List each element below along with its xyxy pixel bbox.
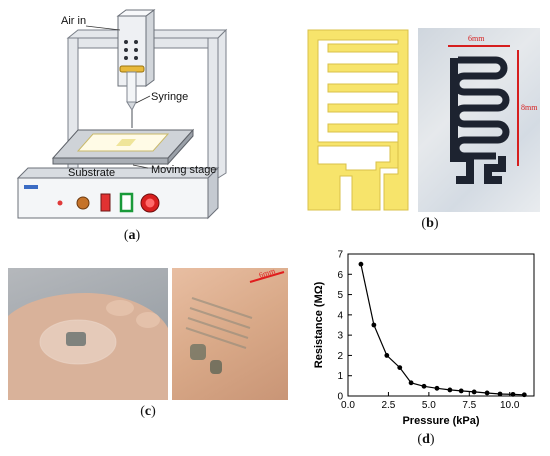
dispensing-system-illustration: Air in Syringe Substrate Moving stage [16,9,228,220]
data-point-0-13 [521,392,527,398]
x-tick-label-4: 10.0 [500,400,520,411]
gantry-frame [66,28,228,179]
y-axis-label: Resistance (MΩ) [313,281,325,368]
y-tick-label-7: 7 [337,250,343,261]
y-tick-label-6: 6 [337,270,343,281]
scale-bar-c [249,271,285,283]
panel-a: Air in Syringe Substrate Moving stage [8,8,238,228]
interdigital-electrode-pattern [307,29,409,211]
caption-b: (b) [421,216,439,231]
data-point-0-0 [358,261,364,267]
panel-b-electrode-design [306,28,410,212]
y-tick-label-4: 4 [337,310,343,321]
stop-button-highlight [145,198,155,208]
printed-ink-trace [452,56,510,160]
y-tick-label-0: 0 [337,392,343,403]
hand-with-sensor [8,292,168,400]
closeup-pad-2 [210,360,222,374]
faint-electrode-trace [185,297,253,349]
data-point-0-6 [434,385,440,391]
plot-frame [347,253,535,397]
data-point-0-2 [384,353,390,358]
leader-lines [85,25,151,169]
y-tick-label-3: 3 [337,331,343,342]
data-point-0-9 [471,389,477,395]
run-switch [100,193,111,212]
printed-pad-right [484,156,506,184]
x-tick-label-1: 2.5 [381,400,395,411]
pressure-knob [76,196,90,210]
skin-closeup-with-sensor: 6mm [185,268,285,374]
x-tick-label-0: 0.0 [341,400,355,411]
caption-d: (d) [417,432,435,447]
data-point-0-7 [447,387,453,393]
carriage-bolts [124,40,138,60]
syringe-body [126,71,137,128]
data-point-0-1 [371,322,377,328]
data-point-0-11 [497,391,503,397]
scale-label-height: 8mm [521,103,538,112]
syringe-clamp [119,65,145,73]
label-substrate: Substrate [68,167,115,179]
start-switch [119,192,134,213]
printed-pad-left [450,58,474,184]
y-tick-label-2: 2 [337,351,343,362]
indicator-light [57,200,63,206]
knuckle-1 [106,300,134,316]
panel-c-hand-photo [8,268,168,400]
panel-c-closeup-photo: 6mm [172,268,288,400]
data-point-0-12 [510,391,516,397]
caption-c: (c) [140,404,156,419]
syringe-carriage [116,9,156,87]
power-indicator [24,185,38,189]
data-point-0-4 [408,380,414,386]
printed-pattern [116,139,136,146]
data-point-0-5 [421,383,427,389]
scale-label-c: 6mm [258,268,277,280]
data-point-0-3 [397,365,403,370]
knuckle-2 [136,312,160,328]
label-syringe: Syringe [151,91,188,103]
caption-a: (a) [123,228,141,243]
closeup-pad-1 [190,344,206,360]
data-point-0-8 [458,388,464,394]
panel-b-printed-photo: 6mm 8mm [418,28,540,212]
printed-serpentine-photo: 6mm 8mm [448,34,538,184]
x-tick-label-2: 5.0 [422,400,436,411]
y-tick-label-5: 5 [337,290,343,301]
data-point-0-10 [484,390,490,396]
label-air-in: Air in [61,15,86,27]
sensor-on-hand [66,332,86,346]
serpentine-electrode [307,29,409,211]
x-tick-label-3: 7.5 [462,400,476,411]
scale-label-width: 6mm [468,34,485,43]
base-box [16,166,220,220]
label-moving-stage: Moving stage [151,164,216,176]
y-tick-label-1: 1 [337,371,343,382]
series-line-0 [360,263,525,396]
x-axis-label: Pressure (kPa) [402,415,479,427]
